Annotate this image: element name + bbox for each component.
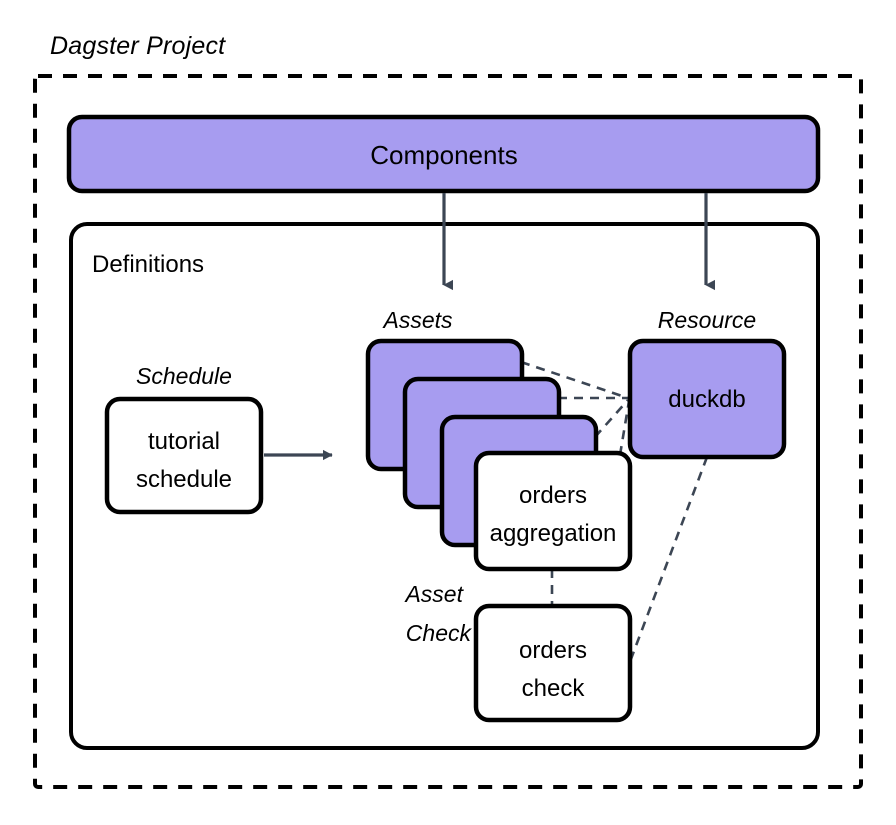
- project-title: Dagster Project: [50, 32, 226, 60]
- schedule-type-label: Schedule: [136, 363, 232, 389]
- asset-node-orders-aggregation-label-line2: aggregation: [490, 520, 617, 547]
- asset-node-orders-aggregation[interactable]: [473, 450, 633, 572]
- project-frame: [33, 74, 863, 789]
- dep-line-asset1-to-duckdb: [520, 360, 629, 400]
- dep-line-asset3-to-duckdb: [594, 399, 629, 438]
- schedule-node-tutorial-schedule[interactable]: [104, 396, 264, 515]
- schedule-node-label-line1: tutorial: [148, 428, 220, 455]
- resource-node-duckdb-label: duckdb: [668, 386, 745, 413]
- assets-type-label: Assets: [381, 307, 453, 333]
- asset-check-type-label-line2: Check: [406, 620, 473, 646]
- components-bar-label: Components: [370, 140, 517, 170]
- resource-node-duckdb[interactable]: [627, 338, 787, 460]
- components-bar[interactable]: [66, 114, 821, 194]
- asset-check-node-orders-check-label-line2: check: [522, 675, 586, 702]
- asset-check-type-label-line1: Asset: [403, 581, 464, 607]
- schedule-node-label-line2: schedule: [136, 466, 232, 493]
- definitions-label: Definitions: [92, 251, 204, 278]
- asset-check-node-orders-check[interactable]: [473, 603, 633, 723]
- resource-type-label: Resource: [658, 307, 756, 333]
- asset-node-orders-aggregation-label-line1: orders: [519, 482, 587, 509]
- dep-line-duckdb-to-orders-check: [629, 456, 709, 660]
- asset-check-node-orders-check-label-line1: orders: [519, 637, 587, 664]
